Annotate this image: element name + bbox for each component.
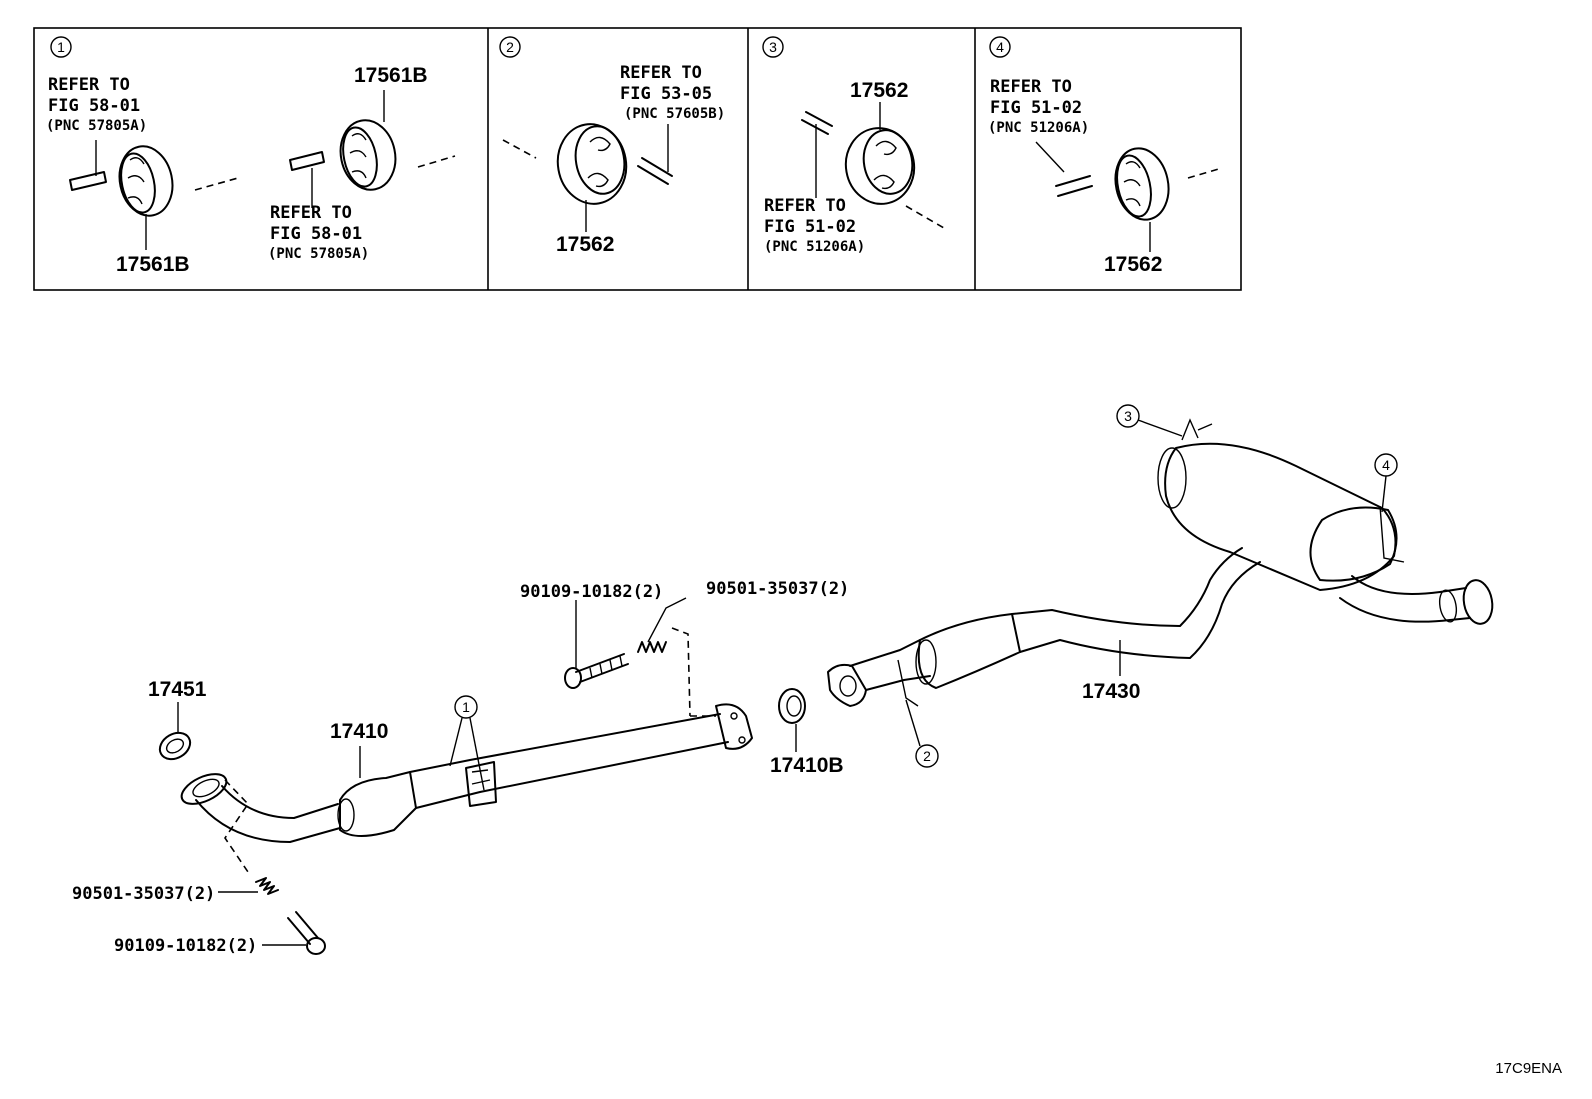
refer-pnc: (PNC 51206A) — [988, 120, 1089, 136]
svg-text:1: 1 — [462, 699, 470, 715]
hanger-panels: 1 REFER TO FIG 58-01 (PNC 57805A) 17561B… — [33, 27, 1242, 291]
spring-bottom-label: 90501-35037(2) — [72, 884, 215, 904]
part-number: 17562 — [1104, 253, 1162, 276]
part-number: 17561B — [354, 64, 428, 87]
refer-fig: FIG 58-01 — [48, 96, 140, 116]
refer-text: REFER TO — [270, 203, 352, 223]
spring-icon — [637, 597, 687, 653]
assembly-dash-line — [224, 779, 250, 873]
panel-index: 3 — [769, 39, 777, 55]
panel-index: 1 — [57, 39, 65, 55]
callout-2: 2 — [905, 699, 939, 768]
bolt-icon — [564, 600, 629, 689]
gasket-front-label: 17451 — [148, 678, 207, 701]
tail-pipe-label: 17430 — [1082, 680, 1140, 703]
panel-3: 3 17562 REFER TO FIG 51-02 (PNC 51206A) — [762, 36, 945, 255]
refer-fig: FIG 51-02 — [764, 217, 856, 237]
front-pipe-label: 17410 — [330, 720, 388, 743]
center-gasket-icon — [778, 688, 806, 724]
tail-pipe-icon — [827, 418, 1494, 707]
part-number: 17561B — [116, 253, 190, 276]
rubber-hanger-icon — [69, 140, 239, 250]
bolt-bottom-label: 90109-10182(2) — [114, 936, 257, 956]
exhaust-assembly: 17451 17410 — [72, 404, 1494, 956]
spring-top-label: 90501-35037(2) — [706, 579, 849, 599]
panel-index-circle — [989, 36, 1011, 58]
refer-fig: FIG 51-02 — [990, 98, 1082, 118]
rubber-hanger-icon — [1035, 141, 1223, 252]
spring-icon — [218, 877, 279, 895]
panel-index: 2 — [506, 39, 514, 55]
callout-4: 4 — [1374, 453, 1398, 513]
bolt-top-label: 90109-10182(2) — [520, 582, 663, 602]
refer-pnc: (PNC 57805A) — [46, 118, 147, 134]
refer-pnc: (PNC 51206A) — [764, 239, 865, 255]
panel-index: 4 — [996, 39, 1004, 55]
refer-text: REFER TO — [620, 63, 702, 83]
refer-text: REFER TO — [990, 77, 1072, 97]
panel-2: 2 REFER TO FIG 53-05 (PNC 57605B) 17562 — [499, 36, 725, 256]
panel-frame — [33, 27, 1242, 291]
figure-code: 17C9ENA — [1495, 1060, 1562, 1077]
refer-pnc: (PNC 57605B) — [624, 106, 725, 122]
panel-index-circle — [762, 36, 784, 58]
svg-text:3: 3 — [1124, 408, 1132, 424]
gasket-center-label: 17410B — [770, 754, 844, 777]
refer-fig: FIG 58-01 — [270, 224, 362, 244]
refer-pnc: (PNC 57805A) — [268, 246, 369, 262]
callout-1: 1 — [449, 695, 485, 791]
panel-index-circle — [499, 36, 521, 58]
refer-fig: FIG 53-05 — [620, 84, 712, 104]
panel-1: 1 REFER TO FIG 58-01 (PNC 57805A) 17561B… — [46, 36, 456, 276]
svg-text:4: 4 — [1382, 457, 1390, 473]
panel-4: 4 REFER TO FIG 51-02 (PNC 51206A) 17562 — [988, 36, 1223, 276]
bolt-icon — [262, 911, 326, 955]
rubber-hanger-icon — [502, 123, 673, 232]
assembly-dash-line — [671, 627, 691, 717]
refer-text: REFER TO — [764, 196, 846, 216]
svg-text:2: 2 — [923, 748, 931, 764]
refer-text: REFER TO — [48, 75, 130, 95]
front-gasket-icon — [158, 702, 192, 761]
part-number: 17562 — [850, 79, 908, 102]
callout-3: 3 — [1116, 404, 1183, 437]
panel-index-circle — [50, 36, 72, 58]
front-pipe-icon — [180, 703, 753, 843]
part-number: 17562 — [556, 233, 614, 256]
rubber-hanger-icon — [801, 102, 945, 229]
rubber-hanger-icon — [289, 90, 456, 208]
